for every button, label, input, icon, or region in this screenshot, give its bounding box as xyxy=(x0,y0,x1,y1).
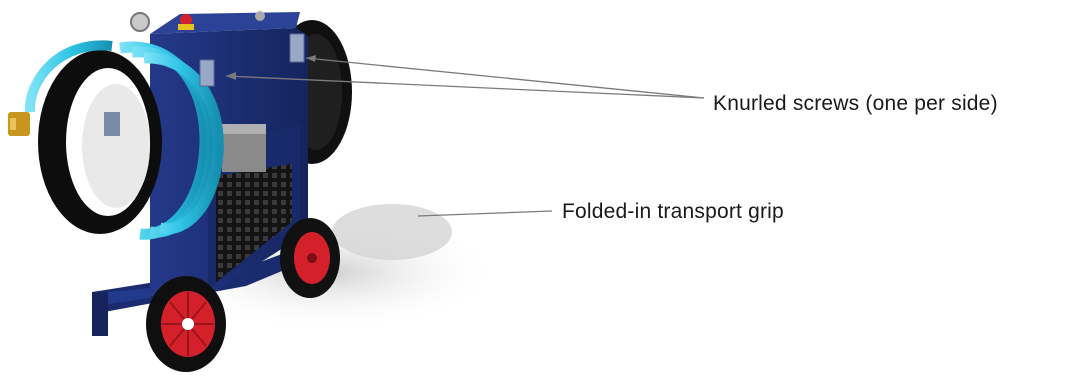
leader-screws-right xyxy=(305,57,705,99)
floor-shadow-right xyxy=(332,204,452,260)
front-leg xyxy=(92,292,108,336)
coiled-hose xyxy=(24,40,224,240)
gauge-dial xyxy=(130,12,150,32)
callout-transport-grip: Folded-in transport grip xyxy=(562,200,784,223)
leader-lines xyxy=(225,55,705,217)
callout-knurled-screws: Knurled screws (one per side) xyxy=(713,92,998,115)
front-wheel xyxy=(146,276,226,372)
leader-grip xyxy=(417,210,553,217)
leader-screws-left xyxy=(225,75,705,99)
emergency-stop-button xyxy=(180,14,192,26)
rear-wheel xyxy=(280,218,340,298)
knurled-screw-left xyxy=(199,59,215,87)
knurled-screw-right xyxy=(289,33,305,63)
grille xyxy=(216,164,292,282)
